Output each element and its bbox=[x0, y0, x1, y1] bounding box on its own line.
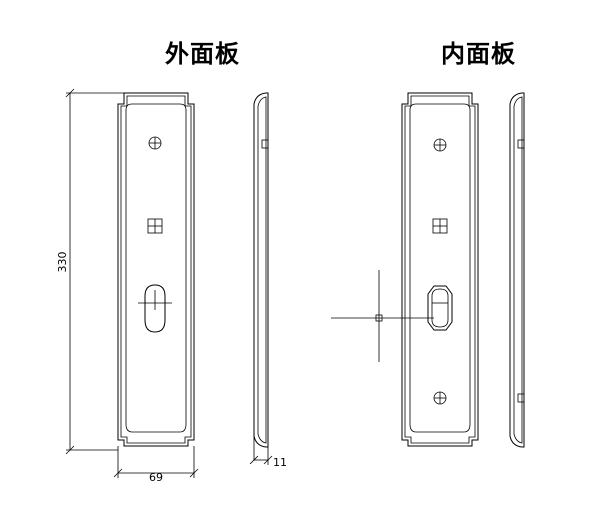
inner-panel-title: 内面板 bbox=[441, 39, 516, 68]
inner-screw-bottom bbox=[433, 391, 447, 405]
outer-panel-face bbox=[125, 103, 187, 433]
outer-square-spindle-hole bbox=[147, 218, 163, 234]
thickness-dimension: 11 bbox=[249, 455, 287, 469]
inner-square-spindle-hole bbox=[432, 218, 448, 234]
center-crosshair bbox=[331, 270, 434, 362]
inner-panel-rim bbox=[404, 95, 476, 444]
outer-screw-top bbox=[148, 136, 162, 150]
width-dimension: 69 bbox=[113, 446, 199, 484]
outer-panel-side-view bbox=[253, 92, 269, 465]
outer-cylinder-hole bbox=[138, 284, 172, 333]
outer-panel-title: 外面板 bbox=[165, 39, 240, 68]
outer-panel-outline bbox=[117, 92, 195, 447]
inner-panel-front-view bbox=[401, 92, 479, 447]
inner-panel-outline bbox=[401, 92, 479, 447]
outer-panel-front-view bbox=[117, 92, 195, 447]
width-dimension-label: 69 bbox=[149, 471, 163, 484]
height-dimension-label: 330 bbox=[56, 252, 69, 273]
inner-screw-top bbox=[433, 138, 447, 152]
inner-thumbturn-hole bbox=[427, 285, 453, 331]
thickness-dimension-label: 11 bbox=[273, 456, 287, 469]
outer-panel-rim bbox=[120, 95, 192, 444]
height-dimension: 330 bbox=[56, 88, 124, 455]
inner-panel-side-view bbox=[509, 92, 525, 448]
inner-panel-face bbox=[409, 103, 471, 433]
